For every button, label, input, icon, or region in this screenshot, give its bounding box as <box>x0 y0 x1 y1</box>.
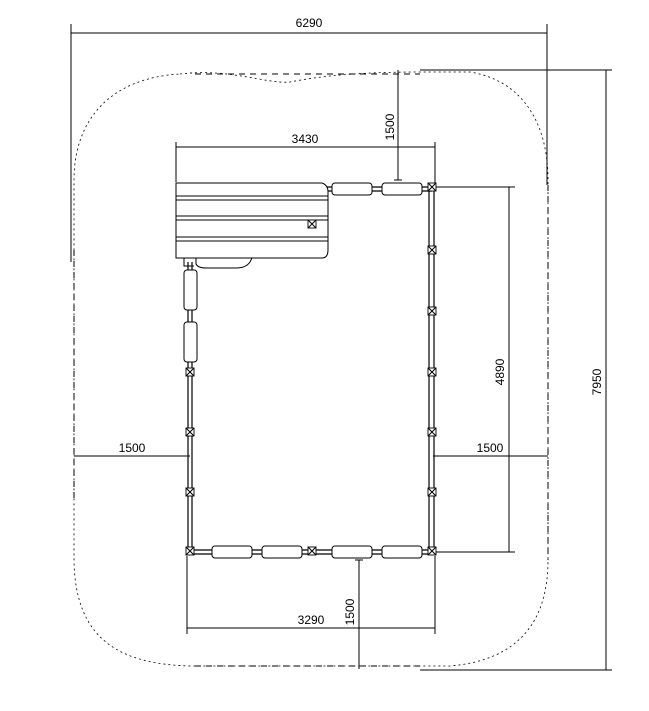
post-icon <box>185 546 195 556</box>
dimension-top-clearance: 1500 <box>383 70 402 181</box>
roof-bracket <box>195 257 253 269</box>
post-icon <box>307 546 317 556</box>
right-clearance-label: 1500 <box>477 441 504 455</box>
post-icon <box>185 367 195 377</box>
post-icon <box>427 306 437 316</box>
fence-posts <box>185 182 437 556</box>
post-icon <box>307 219 317 229</box>
post-icon <box>185 427 195 437</box>
fence-panel <box>381 545 423 559</box>
dimension-base-width: 3290 <box>186 556 436 634</box>
post-icon <box>427 546 437 556</box>
fence-panel <box>211 545 253 559</box>
fence-panels <box>183 182 423 559</box>
bottom-clearance-label: 1500 <box>343 598 357 625</box>
safety-zone-dotted-outline <box>73 71 549 667</box>
dimension-overall-height: 7950 <box>420 69 612 671</box>
post-icon <box>427 245 437 255</box>
fence-panel <box>331 545 373 559</box>
top-clearance-label: 1500 <box>383 113 397 140</box>
post-icon <box>427 487 437 497</box>
fence-panel <box>183 321 198 363</box>
fence-panel <box>183 269 198 311</box>
base-width-label: 3290 <box>298 613 325 627</box>
roof-width-label: 3430 <box>292 132 319 146</box>
dimension-roof-width: 3430 <box>175 132 436 186</box>
post-icon <box>185 487 195 497</box>
dimension-overall-width: 6290 <box>70 16 548 262</box>
fence-panel <box>261 545 303 559</box>
left-clearance-label: 1500 <box>119 441 146 455</box>
dimension-bottom-clearance: 1500 <box>343 559 363 669</box>
safety-zone-dashed-boundary <box>73 73 549 667</box>
post-icon <box>427 427 437 437</box>
fence-panel <box>331 182 373 196</box>
dimension-left-clearance: 1500 <box>74 441 190 457</box>
post-icon <box>427 367 437 377</box>
dimension-right-clearance: 1500 <box>433 441 548 457</box>
overall-height-label: 7950 <box>590 368 604 395</box>
post-icon <box>427 182 437 192</box>
dimension-inner-height: 4890 <box>436 186 515 553</box>
roof-structure <box>175 182 329 269</box>
fence-panel <box>381 182 423 196</box>
overall-width-label: 6290 <box>296 16 323 30</box>
inner-height-label: 4890 <box>493 358 507 385</box>
